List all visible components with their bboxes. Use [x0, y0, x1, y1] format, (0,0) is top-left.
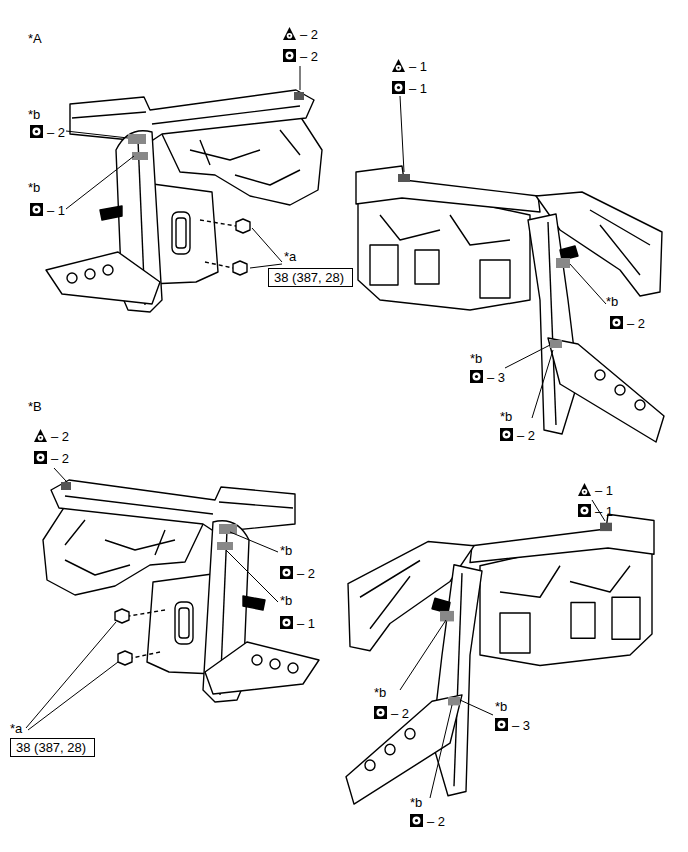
- sealer-symbol: [392, 59, 405, 72]
- leader-lines: [26, 66, 606, 798]
- sealer-symbol: [283, 27, 296, 40]
- weld-count: – 1: [297, 617, 315, 630]
- weld-symbol: [495, 718, 508, 731]
- weld-count: – 2: [300, 50, 318, 63]
- sealer-symbol: [34, 429, 47, 442]
- torque-box: 38 (387, 28): [268, 268, 353, 287]
- weld-count: – 1: [409, 60, 427, 73]
- callout-label: *b: [280, 594, 292, 607]
- view-label: *B: [28, 400, 42, 413]
- weld-symbol: [578, 504, 591, 517]
- weld-count: – 2: [300, 28, 318, 41]
- weld-count: – 2: [297, 567, 315, 580]
- weld-count: – 2: [627, 317, 645, 330]
- weld-count: – 3: [487, 371, 505, 384]
- weld-count: – 2: [427, 815, 445, 828]
- torque-value: 38 (387, 28): [274, 271, 344, 284]
- weld-symbol: [34, 451, 47, 464]
- callout-label: *b: [500, 410, 512, 423]
- callout-label: *a: [284, 250, 296, 263]
- weld-symbol: [392, 81, 405, 94]
- weld-symbol: [280, 566, 293, 579]
- callout-label: *b: [374, 686, 386, 699]
- weld-symbol: [30, 203, 43, 216]
- sealer-symbol: [578, 483, 591, 496]
- weld-symbol: [374, 706, 387, 719]
- torque-value: 38 (387, 28): [16, 741, 86, 754]
- view-label: *A: [28, 32, 42, 45]
- torque-box: 38 (387, 28): [10, 738, 95, 757]
- weld-symbol: [283, 49, 296, 62]
- callout-label: *b: [280, 544, 292, 557]
- callout-label: *b: [28, 181, 40, 194]
- callout-label: *b: [28, 108, 40, 121]
- weld-count: – 1: [595, 505, 613, 518]
- callout-label: *b: [470, 352, 482, 365]
- weld-count: – 2: [47, 126, 65, 139]
- weld-count: – 1: [409, 82, 427, 95]
- weld-symbol: [610, 316, 623, 329]
- weld-count: – 2: [51, 452, 69, 465]
- callout-label: *b: [606, 295, 618, 308]
- weld-count: – 1: [47, 204, 65, 217]
- weld-symbol: [410, 814, 423, 827]
- weld-symbol: [30, 125, 43, 138]
- callout-label: *b: [410, 796, 422, 809]
- weld-count: – 2: [51, 430, 69, 443]
- weld-count: – 1: [595, 484, 613, 497]
- callout-label: *a: [10, 722, 22, 735]
- weld-count: – 2: [391, 707, 409, 720]
- weld-symbol: [500, 428, 513, 441]
- callout-label: *b: [495, 700, 507, 713]
- weld-count: – 2: [517, 429, 535, 442]
- weld-symbol: [280, 616, 293, 629]
- weld-symbol: [470, 370, 483, 383]
- weld-count: – 3: [512, 719, 530, 732]
